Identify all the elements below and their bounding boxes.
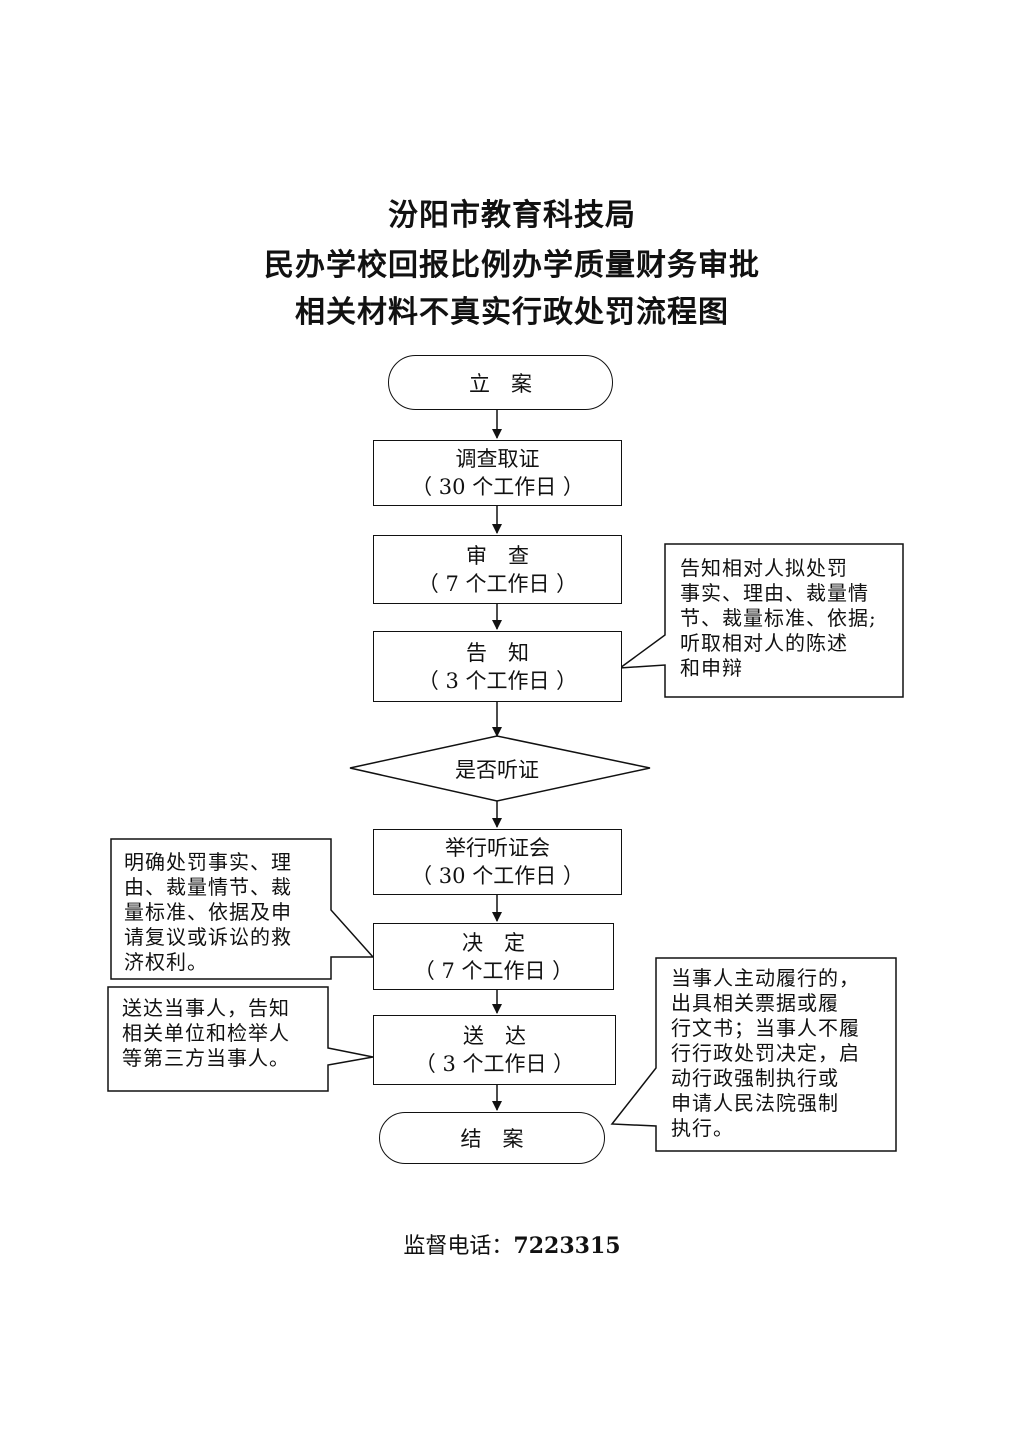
title-line-3: 相关材料不真实行政处罚流程图 xyxy=(295,295,729,330)
decide-box: 决 定 （ 7 个工作日 ） xyxy=(373,923,614,990)
notify-note: 告知相对人拟处罚 事实、理由、裁量情 节、裁量标准、依据; 听取相对人的陈述 和… xyxy=(680,556,877,680)
phone-label: 监督电话： xyxy=(403,1234,514,1259)
notify-note-callout xyxy=(617,543,904,698)
end-label: 结 案 xyxy=(460,1127,524,1151)
investigate-box: 调查取证 （ 30 个工作日 ） xyxy=(373,440,622,506)
supervision-phone: 监督电话：7223315 xyxy=(0,1228,1024,1260)
notify-name: 告 知 xyxy=(466,640,529,665)
decide-time: （ 7 个工作日 ） xyxy=(413,958,574,983)
title-line-1: 汾阳市教育科技局 xyxy=(388,198,636,233)
review-box: 审 查 （ 7 个工作日 ） xyxy=(373,535,622,604)
hearing-name: 举行听证会 xyxy=(445,836,550,860)
start-node: 立 案 xyxy=(388,355,613,410)
notify-box: 告 知 （ 3 个工作日 ） xyxy=(373,631,622,702)
start-label: 立 案 xyxy=(469,371,532,396)
title-line-2: 民办学校回报比例办学质量财务审批 xyxy=(264,248,760,283)
notify-time: （ 3 个工作日 ） xyxy=(417,668,578,693)
deliver-note: 送达当事人，告知 相关单位和检举人 等第三方当事人。 xyxy=(122,996,290,1070)
decide-name: 决 定 xyxy=(462,930,525,955)
deliver-time: （ 3 个工作日 ） xyxy=(414,1052,575,1076)
investigate-name: 调查取证 xyxy=(455,447,540,471)
end-node: 结 案 xyxy=(379,1112,605,1164)
end-note: 当事人主动履行的， 出具相关票据或履 行文书；当事人不履 行行政处罚决定，启 动… xyxy=(671,966,860,1140)
decision-diamond xyxy=(349,735,651,802)
deliver-note-callout xyxy=(107,986,374,1092)
deliver-name: 送 达 xyxy=(463,1024,526,1048)
decide-note: 明确处罚事实、理 由、裁量情节、裁 量标准、依据及申 请复议或诉讼的救 济权利。 xyxy=(124,850,292,974)
review-name: 审 查 xyxy=(466,543,529,568)
end-note-callout xyxy=(610,957,897,1152)
decision-label: 是否听证 xyxy=(455,758,539,782)
deliver-box: 送 达 （ 3 个工作日 ） xyxy=(373,1015,616,1085)
review-time: （ 7 个工作日 ） xyxy=(417,571,578,596)
hearing-box: 举行听证会 （ 30 个工作日 ） xyxy=(373,829,622,895)
decide-note-callout xyxy=(110,838,375,980)
investigate-time: （ 30 个工作日 ） xyxy=(411,475,584,499)
hearing-time: （ 30 个工作日 ） xyxy=(411,864,584,888)
phone-number: 7223315 xyxy=(513,1233,621,1259)
